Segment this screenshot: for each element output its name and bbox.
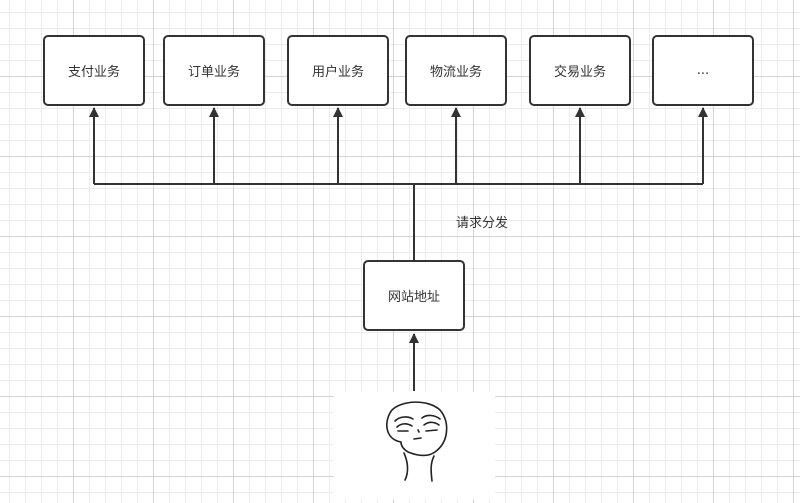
service-label: ... bbox=[696, 63, 710, 78]
right-cheek bbox=[425, 429, 438, 432]
gateway-label: 网站地址 bbox=[387, 290, 440, 305]
neck-right bbox=[430, 455, 435, 482]
service-label: 支付业务 bbox=[67, 65, 120, 80]
edge-label-dispatch: 请求分发 bbox=[456, 216, 509, 231]
nose bbox=[417, 429, 420, 433]
service-label: 订单业务 bbox=[187, 65, 240, 80]
service-node-payment: 支付业务 bbox=[43, 35, 145, 106]
service-label: 物流业务 bbox=[429, 65, 482, 80]
right-eyebrow bbox=[421, 414, 441, 420]
neck-left bbox=[403, 452, 409, 481]
left-eye bbox=[396, 423, 413, 428]
user-figure bbox=[334, 392, 495, 499]
mouth bbox=[413, 437, 422, 440]
service-node-trade: 交易业务 bbox=[529, 35, 631, 106]
right-eye bbox=[423, 421, 440, 426]
service-node-order: 订单业务 bbox=[163, 35, 265, 106]
face-outline bbox=[386, 401, 448, 457]
service-label: 用户业务 bbox=[311, 65, 364, 80]
service-node-more: ... bbox=[652, 35, 754, 106]
service-node-logistics: 物流业务 bbox=[405, 35, 507, 106]
service-label: 交易业务 bbox=[553, 65, 606, 80]
left-eyebrow bbox=[394, 416, 414, 422]
gateway-node: 网站地址 bbox=[363, 260, 465, 331]
meme-face-icon bbox=[386, 401, 448, 482]
service-node-user: 用户业务 bbox=[287, 35, 389, 106]
